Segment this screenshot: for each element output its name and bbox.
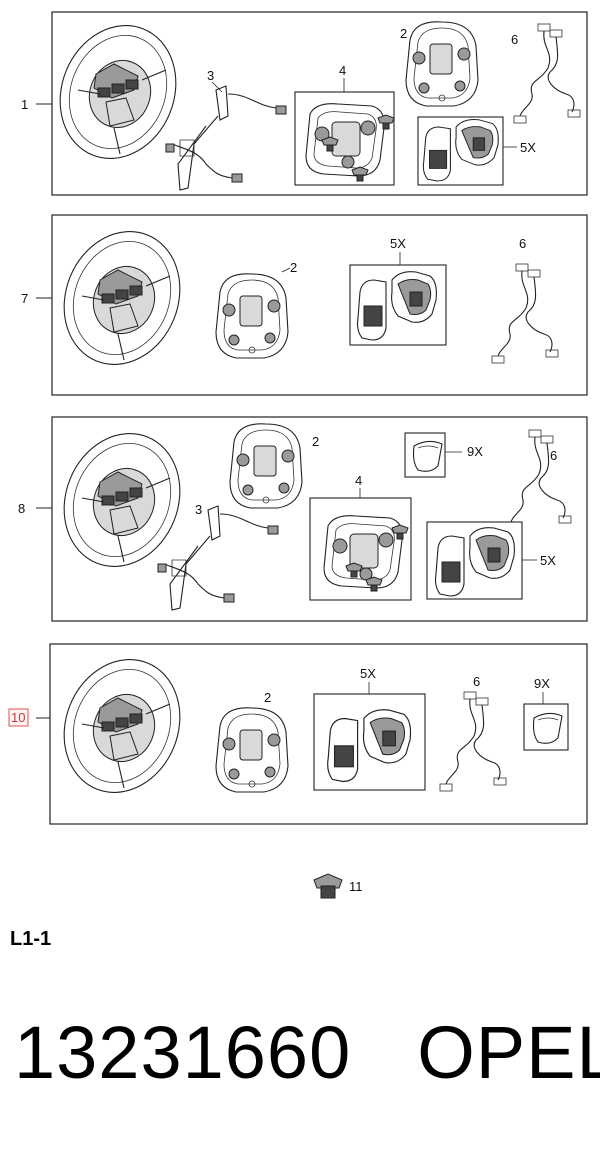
callout-8: 8 bbox=[18, 501, 25, 516]
callout-7: 7 bbox=[21, 291, 28, 306]
cover: 2 bbox=[229, 423, 319, 509]
item-label-2: 2 bbox=[400, 26, 407, 41]
item-label-11: 11 bbox=[349, 879, 363, 894]
item-label-3: 3 bbox=[207, 68, 214, 83]
callout-1: 1 bbox=[21, 97, 28, 112]
item-label-5x: 5X bbox=[520, 140, 536, 155]
item-label-2: 2 bbox=[290, 260, 297, 275]
cover: 2 bbox=[215, 260, 297, 359]
item-label-5x: 5X bbox=[540, 553, 556, 568]
switch-kit-box bbox=[313, 693, 426, 791]
bezel-kit: 4 bbox=[309, 473, 412, 601]
item-label-5x: 5X bbox=[390, 236, 406, 251]
item-label-4: 4 bbox=[355, 473, 362, 488]
trim-cap: 9X bbox=[523, 676, 569, 751]
part-number-line: 13231660 OPEL bbox=[14, 1010, 600, 1095]
item-label-9x: 9X bbox=[467, 444, 483, 459]
harness: 6 bbox=[491, 236, 559, 364]
group-8: 8 2 9X 6 3 4 bbox=[18, 415, 588, 622]
item-label-3: 3 bbox=[195, 502, 202, 517]
bezel-kit: 4 bbox=[294, 63, 395, 186]
trim-cap: 9X bbox=[404, 432, 483, 478]
group-7: 7 2 5X 6 bbox=[21, 213, 588, 396]
switch-kit-box bbox=[349, 264, 447, 346]
cover: 2 bbox=[215, 690, 289, 793]
item-label-2: 2 bbox=[264, 690, 271, 705]
switch-kit: 5X bbox=[417, 116, 536, 186]
item-label-6: 6 bbox=[550, 448, 557, 463]
item-label-6: 6 bbox=[511, 32, 518, 47]
bracket-harness: 3 bbox=[157, 502, 279, 611]
part-number: 13231660 bbox=[14, 1011, 352, 1094]
switch-kit: 5X bbox=[349, 236, 447, 346]
harness: 6 bbox=[439, 674, 507, 792]
trim-cap-box bbox=[404, 432, 446, 478]
switch-kit-box bbox=[426, 521, 523, 600]
switch-kit: 5X bbox=[426, 521, 556, 600]
item-label-9x: 9X bbox=[534, 676, 550, 691]
callout-10[interactable]: 10 bbox=[11, 710, 25, 725]
item-label-5x: 5X bbox=[360, 666, 376, 681]
item-label-6: 6 bbox=[519, 236, 526, 251]
brand-name: OPEL bbox=[417, 1011, 600, 1094]
group-1: 1 3 4 2 6 5X bbox=[21, 7, 588, 196]
harness: 6 bbox=[504, 429, 572, 530]
bracket-harness: 3 bbox=[165, 68, 287, 191]
assembly-code: L1-1 bbox=[10, 928, 52, 950]
group-10: 10 2 5X 6 9X bbox=[8, 641, 588, 825]
item-label-6: 6 bbox=[473, 674, 480, 689]
harness: 6 bbox=[511, 23, 581, 124]
trim-cap-box bbox=[523, 703, 569, 751]
callout-highlight bbox=[8, 708, 29, 727]
item-label-2: 2 bbox=[312, 434, 319, 449]
item-label-4: 4 bbox=[339, 63, 346, 78]
fastener: 11 bbox=[313, 873, 363, 899]
cover: 2 bbox=[400, 21, 479, 107]
switch-kit: 5X bbox=[313, 666, 426, 791]
